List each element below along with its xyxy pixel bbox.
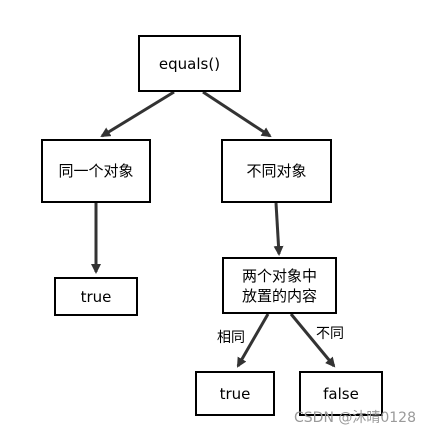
compare-content-node: 两个对象中 放置的内容 (222, 257, 337, 314)
different-object-node: 不同对象 (221, 139, 332, 203)
compare-content-label: 两个对象中 放置的内容 (241, 266, 317, 305)
edge-label-different: 不同 (316, 326, 344, 342)
same-object-label: 同一个对象 (58, 162, 134, 180)
edge-label-same: 相同 (217, 330, 245, 346)
different-object-label: 不同对象 (246, 162, 307, 180)
arrow-compare-to-false (289, 313, 336, 368)
content-true-node: true (195, 371, 275, 416)
content-false-label: false (323, 384, 359, 403)
same-object-node: 同一个对象 (41, 139, 151, 203)
content-false-node: false (299, 371, 383, 416)
arrow-different-object-to-compare (273, 202, 284, 256)
arrow-root-to-different-object (202, 90, 272, 138)
arrow-compare-to-true (236, 313, 270, 368)
same-true-label: true (80, 287, 112, 306)
watermark-text: CSDN @沐晴0128 (294, 410, 416, 426)
root-node-label: equals() (158, 54, 221, 73)
root-node: equals() (138, 35, 241, 92)
arrow-root-to-same-object (100, 90, 175, 138)
same-true-node: true (54, 277, 138, 316)
content-true-label: true (219, 384, 251, 403)
